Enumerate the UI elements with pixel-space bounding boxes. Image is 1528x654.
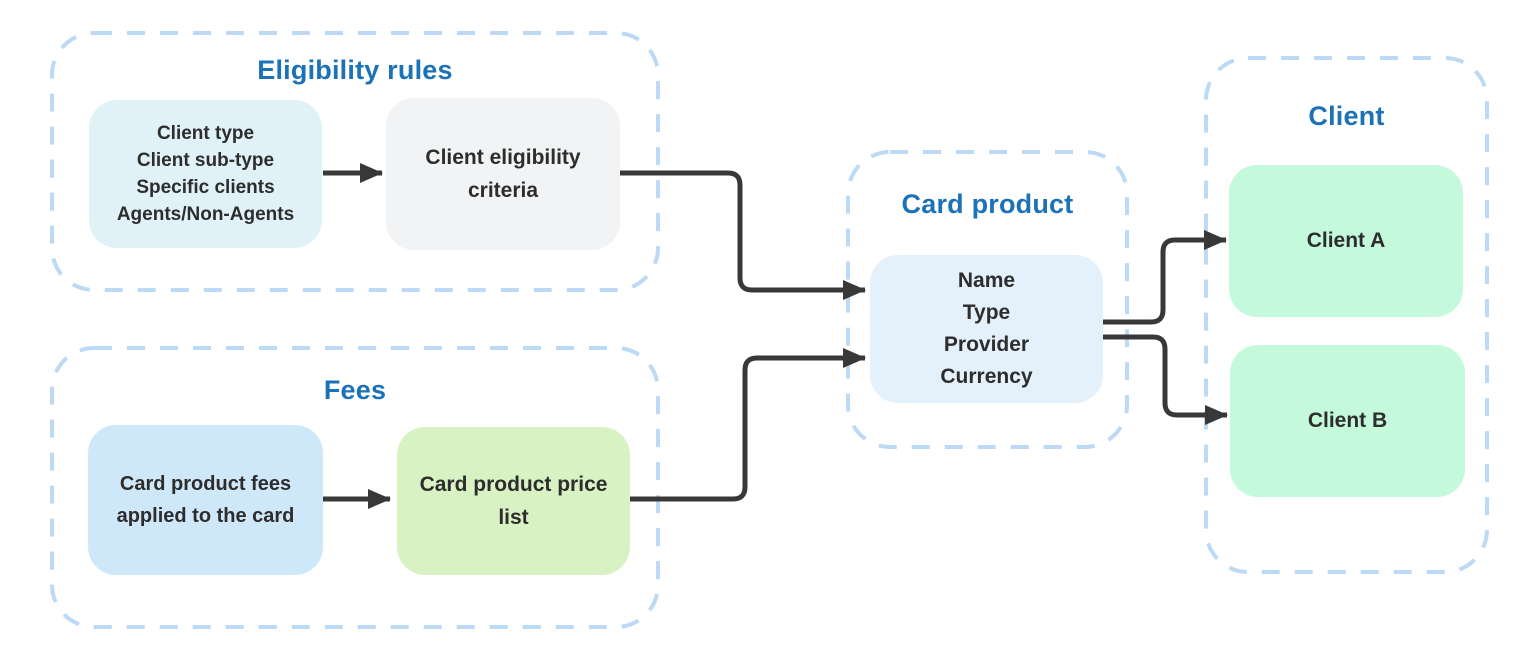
arrow-pricelist-to-card-product (630, 348, 866, 502)
eligibility-inputs-line: Specific clients (136, 177, 275, 198)
arrow-card-product-to-client-b (1103, 334, 1228, 425)
card-product-group-title: Card product (901, 189, 1074, 219)
price-list-label: Card product price list (419, 473, 608, 529)
eligibility-inputs-line: Client sub-type (136, 150, 275, 171)
card-product-line: Type (962, 301, 1011, 324)
fees-input-line: applied to the card (116, 505, 295, 527)
eligibility-criteria-label: Client eligibility criteria (425, 146, 581, 202)
card-product-line: Provider (943, 333, 1030, 356)
fees-input-line: Card product fees (119, 473, 292, 495)
eligibility-criteria-node: Client eligibility criteria (386, 98, 620, 250)
arrow-criteria-to-card-product (620, 170, 866, 300)
client-b-label: Client B (1307, 409, 1388, 432)
price-list-node: Card product price list (397, 427, 630, 575)
client-group-title: Client (1308, 101, 1385, 131)
client-a-node: Client A (1229, 165, 1463, 317)
fees-input-node: Card product fees applied to the card (88, 425, 323, 575)
card-product-line: Name (957, 269, 1016, 292)
eligibility-group-title: Eligibility rules (257, 55, 453, 85)
card-product-node: Name Type Provider Currency (870, 255, 1103, 403)
eligibility-inputs-node: Client type Client sub-type Specific cli… (89, 100, 322, 248)
client-a-label: Client A (1306, 229, 1386, 252)
arrow-card-product-to-client-a (1103, 230, 1227, 325)
eligibility-inputs-line: Agents/Non-Agents (116, 204, 295, 225)
client-b-node: Client B (1230, 345, 1465, 497)
card-product-line: Currency (940, 365, 1033, 388)
fees-group-title: Fees (323, 375, 387, 405)
eligibility-inputs-line: Client type (156, 123, 255, 144)
